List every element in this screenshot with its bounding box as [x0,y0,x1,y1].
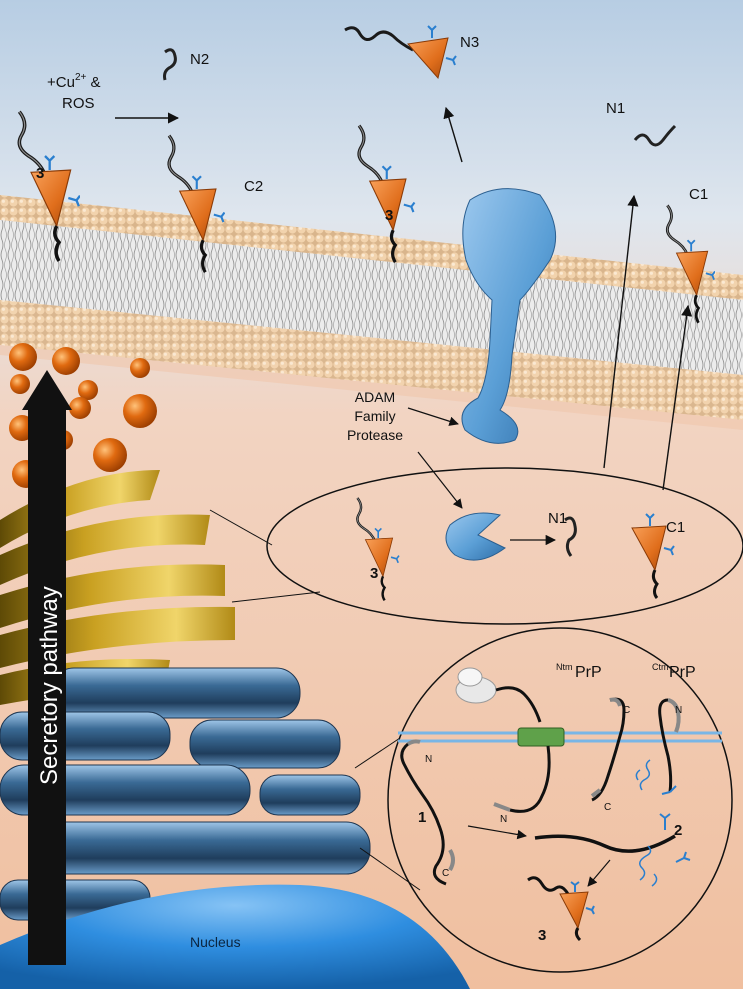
label-ntm-prp: PrP [575,664,602,681]
zoom-line-er-1 [354,737,401,769]
label-n1-top: N1 [606,100,625,117]
arrow-adam-to-protease [407,407,459,426]
label-c-a: C [623,705,630,716]
secretory-pathway-arrow: Secretory pathway [22,370,72,965]
label-2: 2 [674,822,682,839]
label-n-c: N [500,814,507,825]
nucleus [0,884,470,989]
label-n-b: N [425,754,432,765]
label-c1-top: C1 [689,186,708,203]
label-adam-2: Family [354,408,395,424]
label-n-a: N [675,705,682,716]
label-c-c: C [442,868,449,879]
label-cu: +Cu2+ & [47,72,101,91]
fragment-n2 [163,48,177,81]
label-3-b: 3 [385,207,393,224]
label-3-a: 3 [36,165,44,182]
label-adam-3: Protease [347,427,403,443]
label-n2: N2 [190,51,209,68]
label-n3: N3 [460,34,479,51]
label-3-c: 3 [370,565,378,582]
arrow-adam-to-inset [417,451,463,509]
er-inset [387,627,733,973]
label-3-d: 3 [538,927,546,944]
label-1: 1 [418,809,426,826]
label-n1-mid: N1 [548,510,567,527]
golgi-inset [266,467,743,625]
arrow-c1-up [662,304,693,491]
label-c1-mid: C1 [666,519,685,536]
label-ros: ROS [62,95,95,112]
arrow-n1-up [603,194,639,469]
plasma-membrane [0,195,743,430]
label-ctm-prp: PrP [669,664,696,681]
secretory-pathway-label: Secretory pathway [36,586,63,785]
label-adam-1: ADAM [355,389,395,405]
label-c-b: C [604,802,611,813]
nucleus-label: Nucleus [190,934,241,950]
adam-protease-membrane [461,188,557,444]
label-c2: C2 [244,178,263,195]
label-ctm-sup: Ctm [652,662,669,672]
prp-n3 [344,25,457,80]
zoom-line-golgi-1 [209,509,273,546]
arrow-to-n3 [443,106,463,163]
zoom-line-golgi-2 [231,591,321,603]
label-ntm-sup: Ntm [556,662,573,672]
fragment-n1-top [633,124,677,147]
